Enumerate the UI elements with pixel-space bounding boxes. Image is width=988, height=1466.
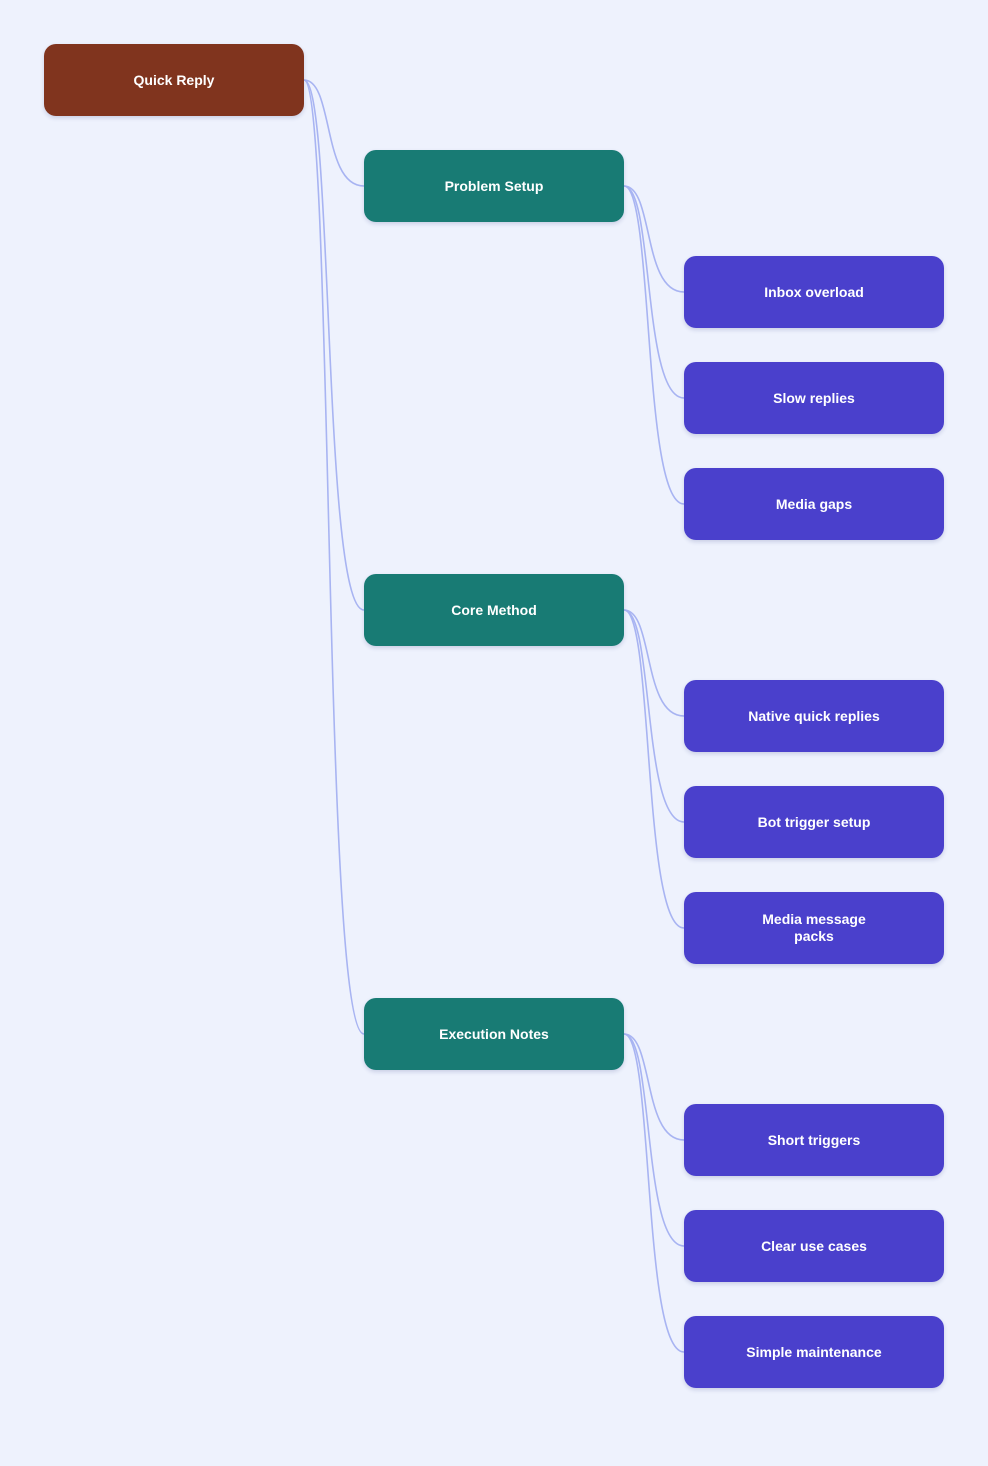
leaf-node-label: Short triggers <box>767 1131 861 1148</box>
connector-branch-to-leaf <box>623 609 685 823</box>
connector-branch-to-leaf <box>623 1033 685 1353</box>
leaf-node-media-message-packs[interactable]: Media message packs <box>684 892 944 964</box>
root-node-label: Quick Reply <box>133 71 215 88</box>
leaf-node-label: Inbox overload <box>764 283 864 300</box>
connector-branch-to-leaf <box>623 185 685 399</box>
connector-branch-to-leaf <box>623 185 685 505</box>
leaf-node-label: Media message packs <box>762 911 866 944</box>
leaf-node-label: Bot trigger setup <box>757 813 871 830</box>
leaf-node-bot-trigger-setup[interactable]: Bot trigger setup <box>684 786 944 858</box>
leaf-node-label: Clear use cases <box>761 1237 867 1254</box>
leaf-node-native-quick-replies[interactable]: Native quick replies <box>684 680 944 752</box>
connector-branch-to-leaf <box>623 609 685 929</box>
connector-root-to-branch <box>303 79 365 1035</box>
branch-node-execution-notes[interactable]: Execution Notes <box>364 998 624 1070</box>
connector-branch-to-leaf <box>623 1033 685 1247</box>
connector-branch-to-leaf <box>623 1033 685 1141</box>
connector-branch-to-leaf <box>623 185 685 293</box>
branch-node-label: Core Method <box>451 601 537 618</box>
connector-branch-to-leaf <box>623 609 685 717</box>
leaf-node-label: Slow replies <box>773 389 855 406</box>
connector-root-to-branch <box>303 79 365 611</box>
leaf-node-media-gaps[interactable]: Media gaps <box>684 468 944 540</box>
leaf-node-label: Simple maintenance <box>746 1343 882 1360</box>
branch-node-label: Execution Notes <box>439 1025 549 1042</box>
branch-node-problem-setup[interactable]: Problem Setup <box>364 150 624 222</box>
leaf-node-clear-use-cases[interactable]: Clear use cases <box>684 1210 944 1282</box>
root-node[interactable]: Quick Reply <box>44 44 304 116</box>
leaf-node-short-triggers[interactable]: Short triggers <box>684 1104 944 1176</box>
connector-root-to-branch <box>303 79 365 187</box>
leaf-node-label: Native quick replies <box>748 707 880 724</box>
branch-node-core-method[interactable]: Core Method <box>364 574 624 646</box>
leaf-node-slow-replies[interactable]: Slow replies <box>684 362 944 434</box>
branch-node-label: Problem Setup <box>444 177 544 194</box>
leaf-node-label: Media gaps <box>775 495 853 512</box>
leaf-node-simple-maintenance[interactable]: Simple maintenance <box>684 1316 944 1388</box>
leaf-node-inbox-overload[interactable]: Inbox overload <box>684 256 944 328</box>
